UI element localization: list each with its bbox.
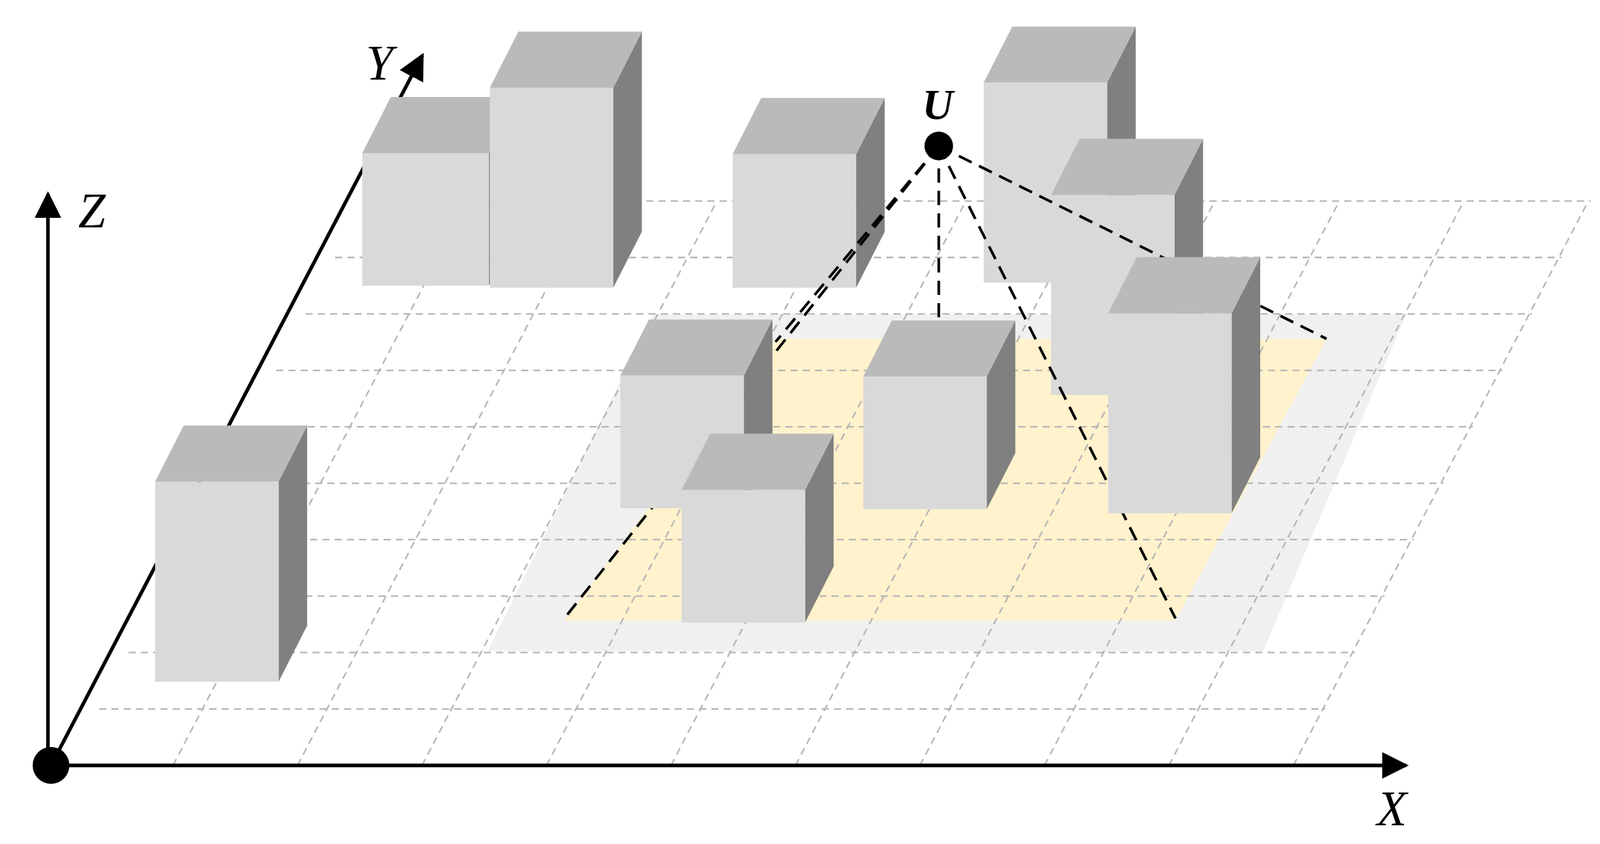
building-roof — [863, 320, 1016, 377]
axis-label: Z — [78, 186, 106, 236]
building-roof — [489, 31, 642, 88]
uav-dot — [924, 131, 954, 161]
building-roof — [155, 425, 308, 482]
pyramid-edge — [938, 145, 1327, 339]
building-roof — [732, 97, 885, 154]
building-roof — [983, 26, 1136, 83]
axis-label: Y — [365, 38, 394, 88]
axis-label: X — [1376, 784, 1407, 834]
uav-label: U — [922, 83, 954, 127]
building-front — [489, 87, 614, 288]
building — [489, 31, 642, 288]
building-front — [681, 489, 806, 623]
coverage-pyramid — [564, 145, 1328, 619]
building — [681, 434, 834, 623]
back-buildings — [362, 26, 1204, 396]
pyramid-edge — [775, 145, 939, 342]
building — [732, 97, 885, 288]
grid-line — [128, 652, 1355, 654]
pyramid-edge — [937, 145, 940, 350]
building — [1108, 257, 1261, 514]
building-front — [1108, 313, 1233, 514]
coverage-margin — [487, 314, 1407, 652]
grid-line — [246, 426, 1473, 428]
building-roof — [681, 434, 834, 491]
building — [155, 425, 308, 682]
building-front — [362, 153, 489, 286]
building-roof — [1050, 139, 1203, 196]
origin-dot — [32, 747, 70, 784]
building-front — [863, 376, 988, 510]
front-buildings — [155, 257, 1261, 683]
building-roof — [1108, 257, 1261, 314]
z-axis — [46, 193, 50, 766]
grid-line — [1293, 201, 1589, 766]
x-axis — [50, 763, 1407, 768]
building-roof — [620, 319, 773, 376]
building-front — [155, 481, 279, 682]
grid-line — [305, 313, 1532, 315]
axes — [48, 54, 1407, 766]
building — [863, 320, 1016, 510]
grid-line — [98, 708, 1326, 710]
